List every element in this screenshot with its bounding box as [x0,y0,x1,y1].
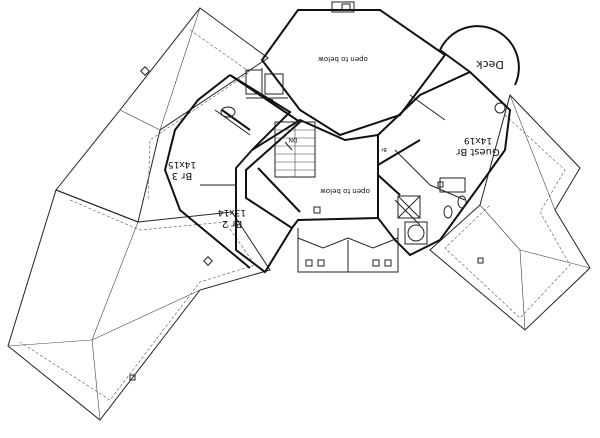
open-to-below-lower-label: open to below [320,187,370,195]
guest-small-label: Br [380,146,386,152]
entry-dormers [297,228,399,273]
stairs [274,121,316,178]
exterior-walls [163,9,520,274]
roof-overhang-dashed [19,29,571,401]
open-to-below-upper-label: open to below [318,55,368,63]
br3-size: 14x15 [168,159,196,169]
deck-label: Deck [476,58,504,71]
room-labels: open to below open to below Deck Guest B… [168,55,504,229]
roof-vents [129,1,506,381]
roof-outline [7,7,591,421]
br3-label: Br 3 [172,170,193,181]
bath-letter-label: L [270,97,274,104]
br2-size: 13x14 [218,207,247,217]
guest-bedroom-label: Guest Br [455,146,499,157]
closet-shelving [221,109,421,213]
stair-down-label: DN [288,136,297,143]
bath-fixtures [220,69,467,245]
guest-bedroom-size: 14x19 [464,135,493,145]
br2-label: Br 2 [222,218,243,229]
